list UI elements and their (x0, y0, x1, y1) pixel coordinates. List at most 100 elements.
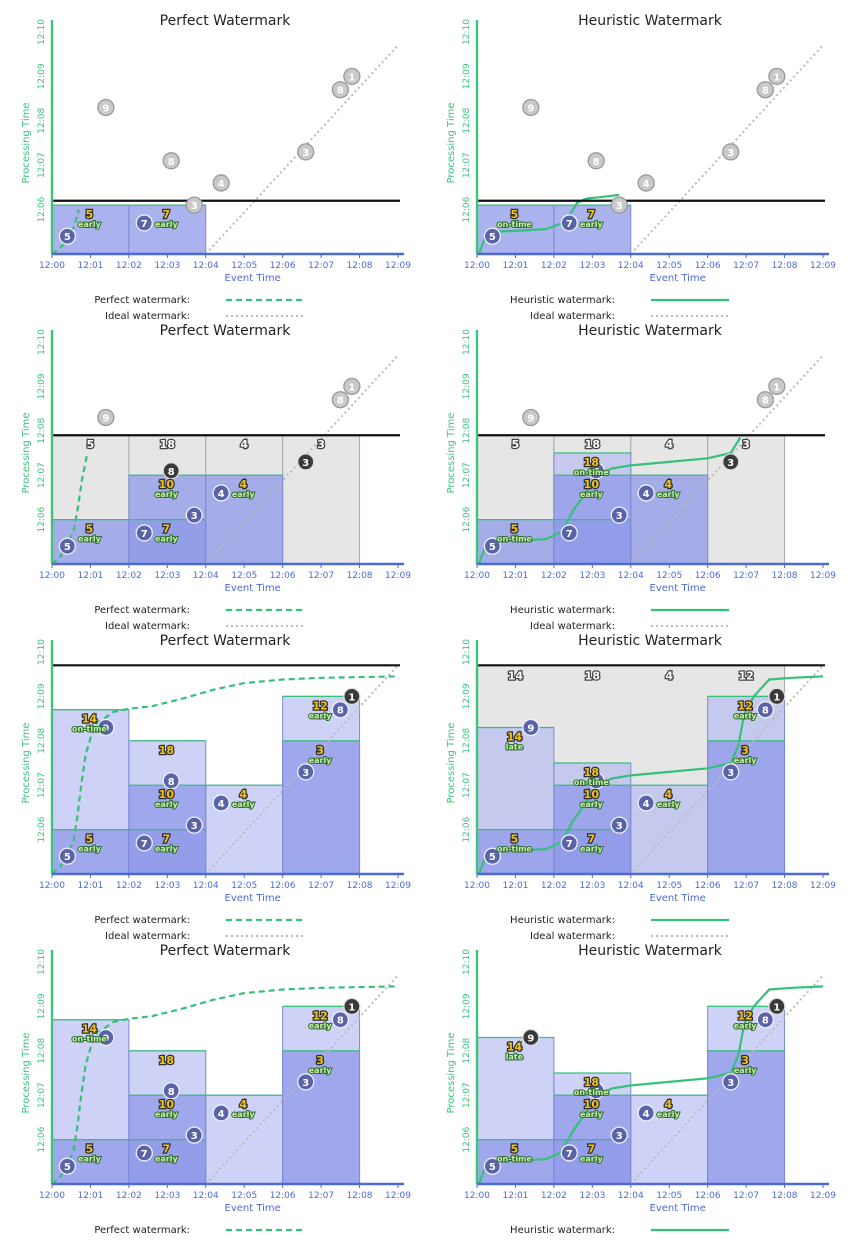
watermark-curve (51, 675, 399, 875)
x-tick-label: 12:05 (656, 571, 682, 581)
legend-watermark-label: Heuristic watermark: (510, 1225, 615, 1236)
column-total-label: 12 (738, 669, 753, 682)
datum-point (756, 81, 774, 99)
x-tick-label: 12:03 (154, 571, 180, 581)
datum-label: 5 (489, 852, 496, 863)
x-axis-title: Event Time (650, 273, 706, 284)
y-tick-label: 12:10 (462, 329, 472, 355)
y-tick-label: 12:08 (37, 108, 47, 134)
datum-label: 5 (489, 1162, 496, 1173)
pane-timing-label: early (309, 1021, 333, 1030)
pane-timing-label: on-time (72, 1035, 107, 1044)
legend-ideal-label: Ideal watermark: (105, 621, 190, 632)
x-tick-label: 12:09 (385, 261, 411, 271)
x-tick-label: 12:04 (618, 881, 644, 891)
datum-point (97, 1028, 115, 1047)
x-tick-label: 12:06 (270, 571, 296, 581)
legend-watermark-label: Perfect watermark: (94, 1225, 190, 1236)
chart-title: Heuristic Watermark (578, 323, 723, 339)
x-tick-label: 12:07 (733, 1191, 759, 1201)
pane-value-label: 3 (741, 1054, 749, 1067)
y-tick-label: 12:10 (37, 329, 47, 355)
legend-ideal-label: Ideal watermark: (530, 931, 615, 942)
datum-point (768, 997, 786, 1016)
datum-label: 8 (168, 1087, 175, 1098)
x-tick-label: 12:03 (579, 881, 605, 891)
pane-column-label: 3 (742, 438, 750, 451)
pane-value-label: 18 (159, 744, 174, 757)
pane-value-label: 10 (159, 478, 175, 491)
pane-timing-label: on-time (497, 1155, 532, 1164)
datum-label: 5 (64, 852, 71, 863)
datum-point (522, 718, 540, 737)
datum-label: 3 (302, 768, 309, 779)
y-tick-label: 12:07 (37, 152, 47, 178)
datum-label: 4 (218, 1109, 225, 1120)
datum-point (522, 408, 540, 427)
pane-value-label: 14 (82, 1023, 98, 1036)
pane-value-label: 18 (584, 456, 599, 469)
datum-point (331, 701, 349, 719)
datum-point (587, 152, 605, 170)
datum-point (97, 408, 115, 427)
pane-value-label: 7 (588, 833, 596, 846)
pane-timing-label: early (232, 800, 256, 809)
y-tick-label: 12:09 (462, 373, 472, 399)
datum-label: 1 (773, 1002, 780, 1013)
pane-value-label: 4 (239, 1098, 247, 1111)
datum-label: 3 (302, 1078, 309, 1089)
x-tick-label: 12:03 (154, 881, 180, 891)
x-tick-label: 12:01 (502, 1191, 528, 1201)
pane-timing-label: early (580, 1110, 604, 1119)
pane-timing-label: early (309, 756, 333, 765)
x-tick-label: 12:09 (810, 881, 836, 891)
x-tick-label: 12:08 (772, 571, 798, 581)
y-tick-label: 12:07 (37, 462, 47, 488)
pane-value-label: 18 (584, 1076, 599, 1089)
datum-point (58, 847, 77, 865)
y-tick-label: 12:08 (462, 418, 472, 444)
pane-value-label: 10 (584, 478, 600, 491)
chart-title: Heuristic Watermark (578, 633, 723, 649)
datum-label: 8 (337, 86, 344, 97)
x-axis-title: Event Time (225, 1203, 281, 1214)
datum-point (97, 98, 115, 117)
datum-point (483, 1157, 502, 1175)
pane-timing-label: early (657, 800, 681, 809)
chart-panel-5: Perfect Watermark57348938114on-time5earl… (21, 633, 411, 942)
x-tick-label: 12:09 (810, 1191, 836, 1201)
x-tick-label: 12:04 (193, 1191, 219, 1201)
datum-point (58, 537, 77, 555)
datum-label: 8 (762, 706, 769, 717)
datum-label: 7 (141, 1149, 148, 1160)
datum-label: 1 (773, 692, 780, 703)
datum-point (722, 1073, 740, 1091)
datum-label: 7 (566, 839, 573, 850)
datum-label: 4 (218, 799, 225, 810)
x-tick-label: 12:07 (308, 881, 334, 891)
datum-label: 3 (616, 1131, 623, 1142)
datum-label: 8 (168, 467, 175, 478)
y-axis-title: Processing Time (21, 722, 32, 803)
x-tick-label: 12:03 (579, 261, 605, 271)
datum-label: 8 (337, 396, 344, 407)
chart-panel-2: Heuristic Watermark5734893815on-time7ear… (446, 13, 836, 322)
pane-value-label: 14 (82, 713, 98, 726)
datum-point (297, 143, 315, 161)
legend-watermark-label: Perfect watermark: (94, 605, 190, 616)
pane-value-label: 4 (664, 1098, 672, 1111)
chart-title: Perfect Watermark (160, 13, 292, 29)
x-axis-title: Event Time (225, 583, 281, 594)
y-tick-label: 12:10 (37, 639, 47, 665)
datum-point (637, 794, 655, 812)
y-tick-label: 12:09 (37, 993, 47, 1019)
datum-label: 1 (348, 692, 355, 703)
x-tick-label: 12:06 (695, 1191, 721, 1201)
x-axis-title: Event Time (225, 273, 281, 284)
datum-label: 3 (302, 148, 309, 159)
pane-value-label: 4 (239, 478, 247, 491)
datum-point (212, 794, 230, 812)
